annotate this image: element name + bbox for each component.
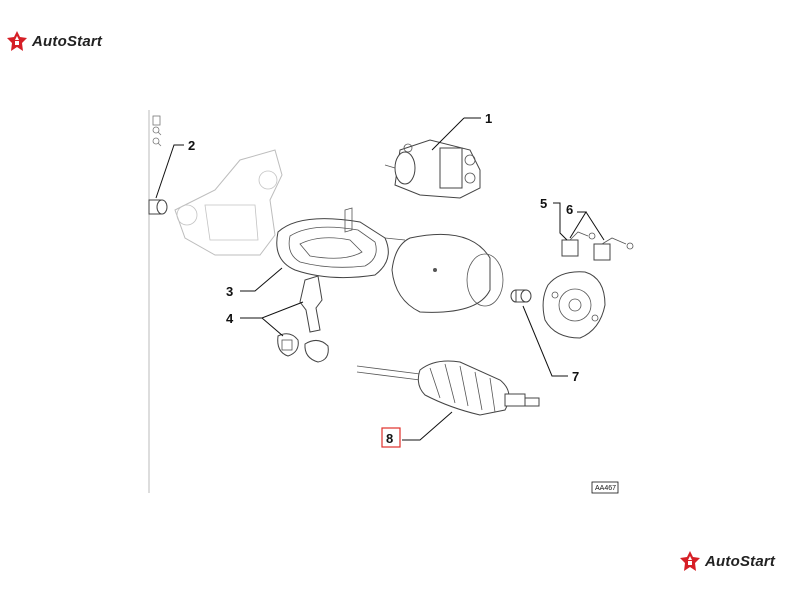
zoom-in-icon[interactable] (152, 126, 162, 136)
svg-text:8: 8 (386, 431, 393, 446)
reference-code-box: AA467 (591, 481, 619, 494)
svg-text:3: 3 (226, 284, 233, 299)
document-icon[interactable] (152, 115, 161, 126)
part-3-field-coil (276, 207, 406, 279)
callout-2[interactable]: 2 (188, 138, 195, 153)
part-7-bushing (510, 289, 532, 303)
drive-end-housing (174, 149, 283, 256)
brand-name: AutoStart (705, 552, 776, 570)
brand-name: AutoStart (32, 32, 103, 50)
motor-yoke (391, 233, 504, 313)
leader-lines (155, 117, 605, 441)
svg-text:5: 5 (540, 196, 547, 211)
callout-7[interactable]: 7 (572, 369, 579, 384)
callout-6[interactable]: 6 (566, 202, 573, 217)
brand-star-icon (680, 551, 700, 571)
zoom-out-icon[interactable] (152, 137, 162, 147)
brand-logo-top: AutoStart (6, 30, 102, 52)
svg-text:4: 4 (226, 311, 234, 326)
brand-star-icon (7, 31, 27, 51)
brand-logo-bottom: AutoStart (679, 550, 775, 572)
commutator-end-cover (542, 271, 606, 339)
callout-1[interactable]: 1 (485, 111, 492, 126)
svg-text:2: 2 (188, 138, 195, 153)
callout-8-highlighted[interactable]: 8 (381, 427, 401, 448)
callout-5[interactable]: 5 (540, 196, 547, 211)
svg-text:1: 1 (485, 111, 492, 126)
svg-text:AA467: AA467 (595, 485, 616, 492)
part-1-solenoid (384, 139, 481, 199)
part-5-6-brushes (561, 231, 634, 261)
callout-4[interactable]: 4 (226, 311, 234, 326)
part-2-bushing (148, 199, 168, 215)
part-4-brush-holder (277, 275, 329, 363)
part-8-armature (356, 360, 540, 416)
callout-3[interactable]: 3 (226, 284, 233, 299)
svg-text:6: 6 (566, 202, 573, 217)
svg-text:7: 7 (572, 369, 579, 384)
